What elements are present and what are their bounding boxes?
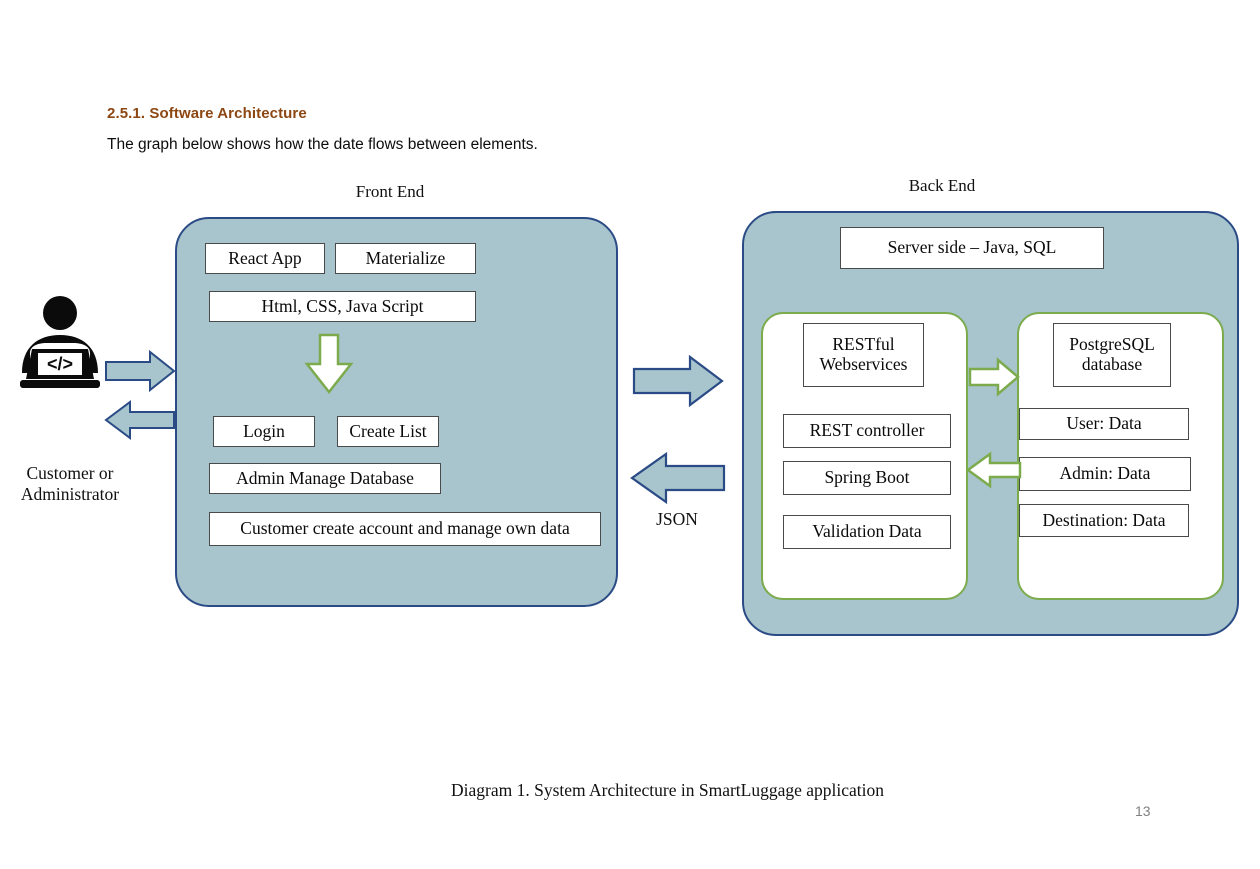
box-react-app: React App	[205, 243, 325, 274]
intro-paragraph: The graph below shows how the date flows…	[107, 136, 538, 153]
services-to-database-arrow-icon	[968, 357, 1020, 397]
box-admin-data: Admin: Data	[1019, 457, 1191, 491]
actor-label-line1: Customer or	[26, 463, 114, 483]
backend-to-frontend-arrow-icon	[630, 451, 726, 505]
person-at-laptop-icon: </>	[14, 295, 106, 395]
restful-line1: RESTful	[832, 334, 895, 355]
frontend-title: Front End	[355, 182, 425, 201]
box-spring-boot: Spring Boot	[783, 461, 951, 495]
box-server-side: Server side – Java, SQL	[840, 227, 1104, 269]
box-create-list: Create List	[337, 416, 439, 447]
html-to-features-arrow-icon	[304, 333, 354, 395]
restful-line2: Webservices	[819, 354, 908, 374]
box-user-data: User: Data	[1019, 408, 1189, 440]
actor-label: Customer or Administrator	[0, 463, 140, 506]
page-number: 13	[1135, 803, 1151, 819]
box-restful-webservices: RESTful Webservices	[803, 323, 924, 387]
frontend-panel	[175, 217, 618, 607]
json-label: JSON	[656, 509, 698, 529]
frontend-to-user-arrow-icon	[104, 400, 176, 440]
actor-label-line2: Administrator	[20, 484, 120, 505]
box-admin-manage-database: Admin Manage Database	[209, 463, 441, 494]
box-validation-data: Validation Data	[783, 515, 951, 549]
box-materialize: Materialize	[335, 243, 476, 274]
section-heading: 2.5.1. Software Architecture	[107, 105, 307, 122]
box-html-css-js: Html, CSS, Java Script	[209, 291, 476, 322]
box-rest-controller: REST controller	[783, 414, 951, 448]
database-to-services-arrow-icon	[965, 451, 1022, 489]
box-customer-create-account: Customer create account and manage own d…	[209, 512, 601, 546]
postgres-line2: database	[1081, 354, 1143, 374]
box-postgresql-database: PostgreSQL database	[1053, 323, 1171, 387]
user-to-frontend-arrow-icon	[104, 349, 176, 393]
postgres-line1: PostgreSQL	[1069, 334, 1155, 355]
box-login: Login	[213, 416, 315, 447]
figure-caption: Diagram 1. System Architecture in SmartL…	[451, 780, 885, 800]
frontend-to-backend-arrow-icon	[632, 354, 724, 408]
code-glyph: </>	[47, 354, 73, 374]
backend-title: Back End	[908, 176, 976, 195]
box-destination-data: Destination: Data	[1019, 504, 1189, 537]
